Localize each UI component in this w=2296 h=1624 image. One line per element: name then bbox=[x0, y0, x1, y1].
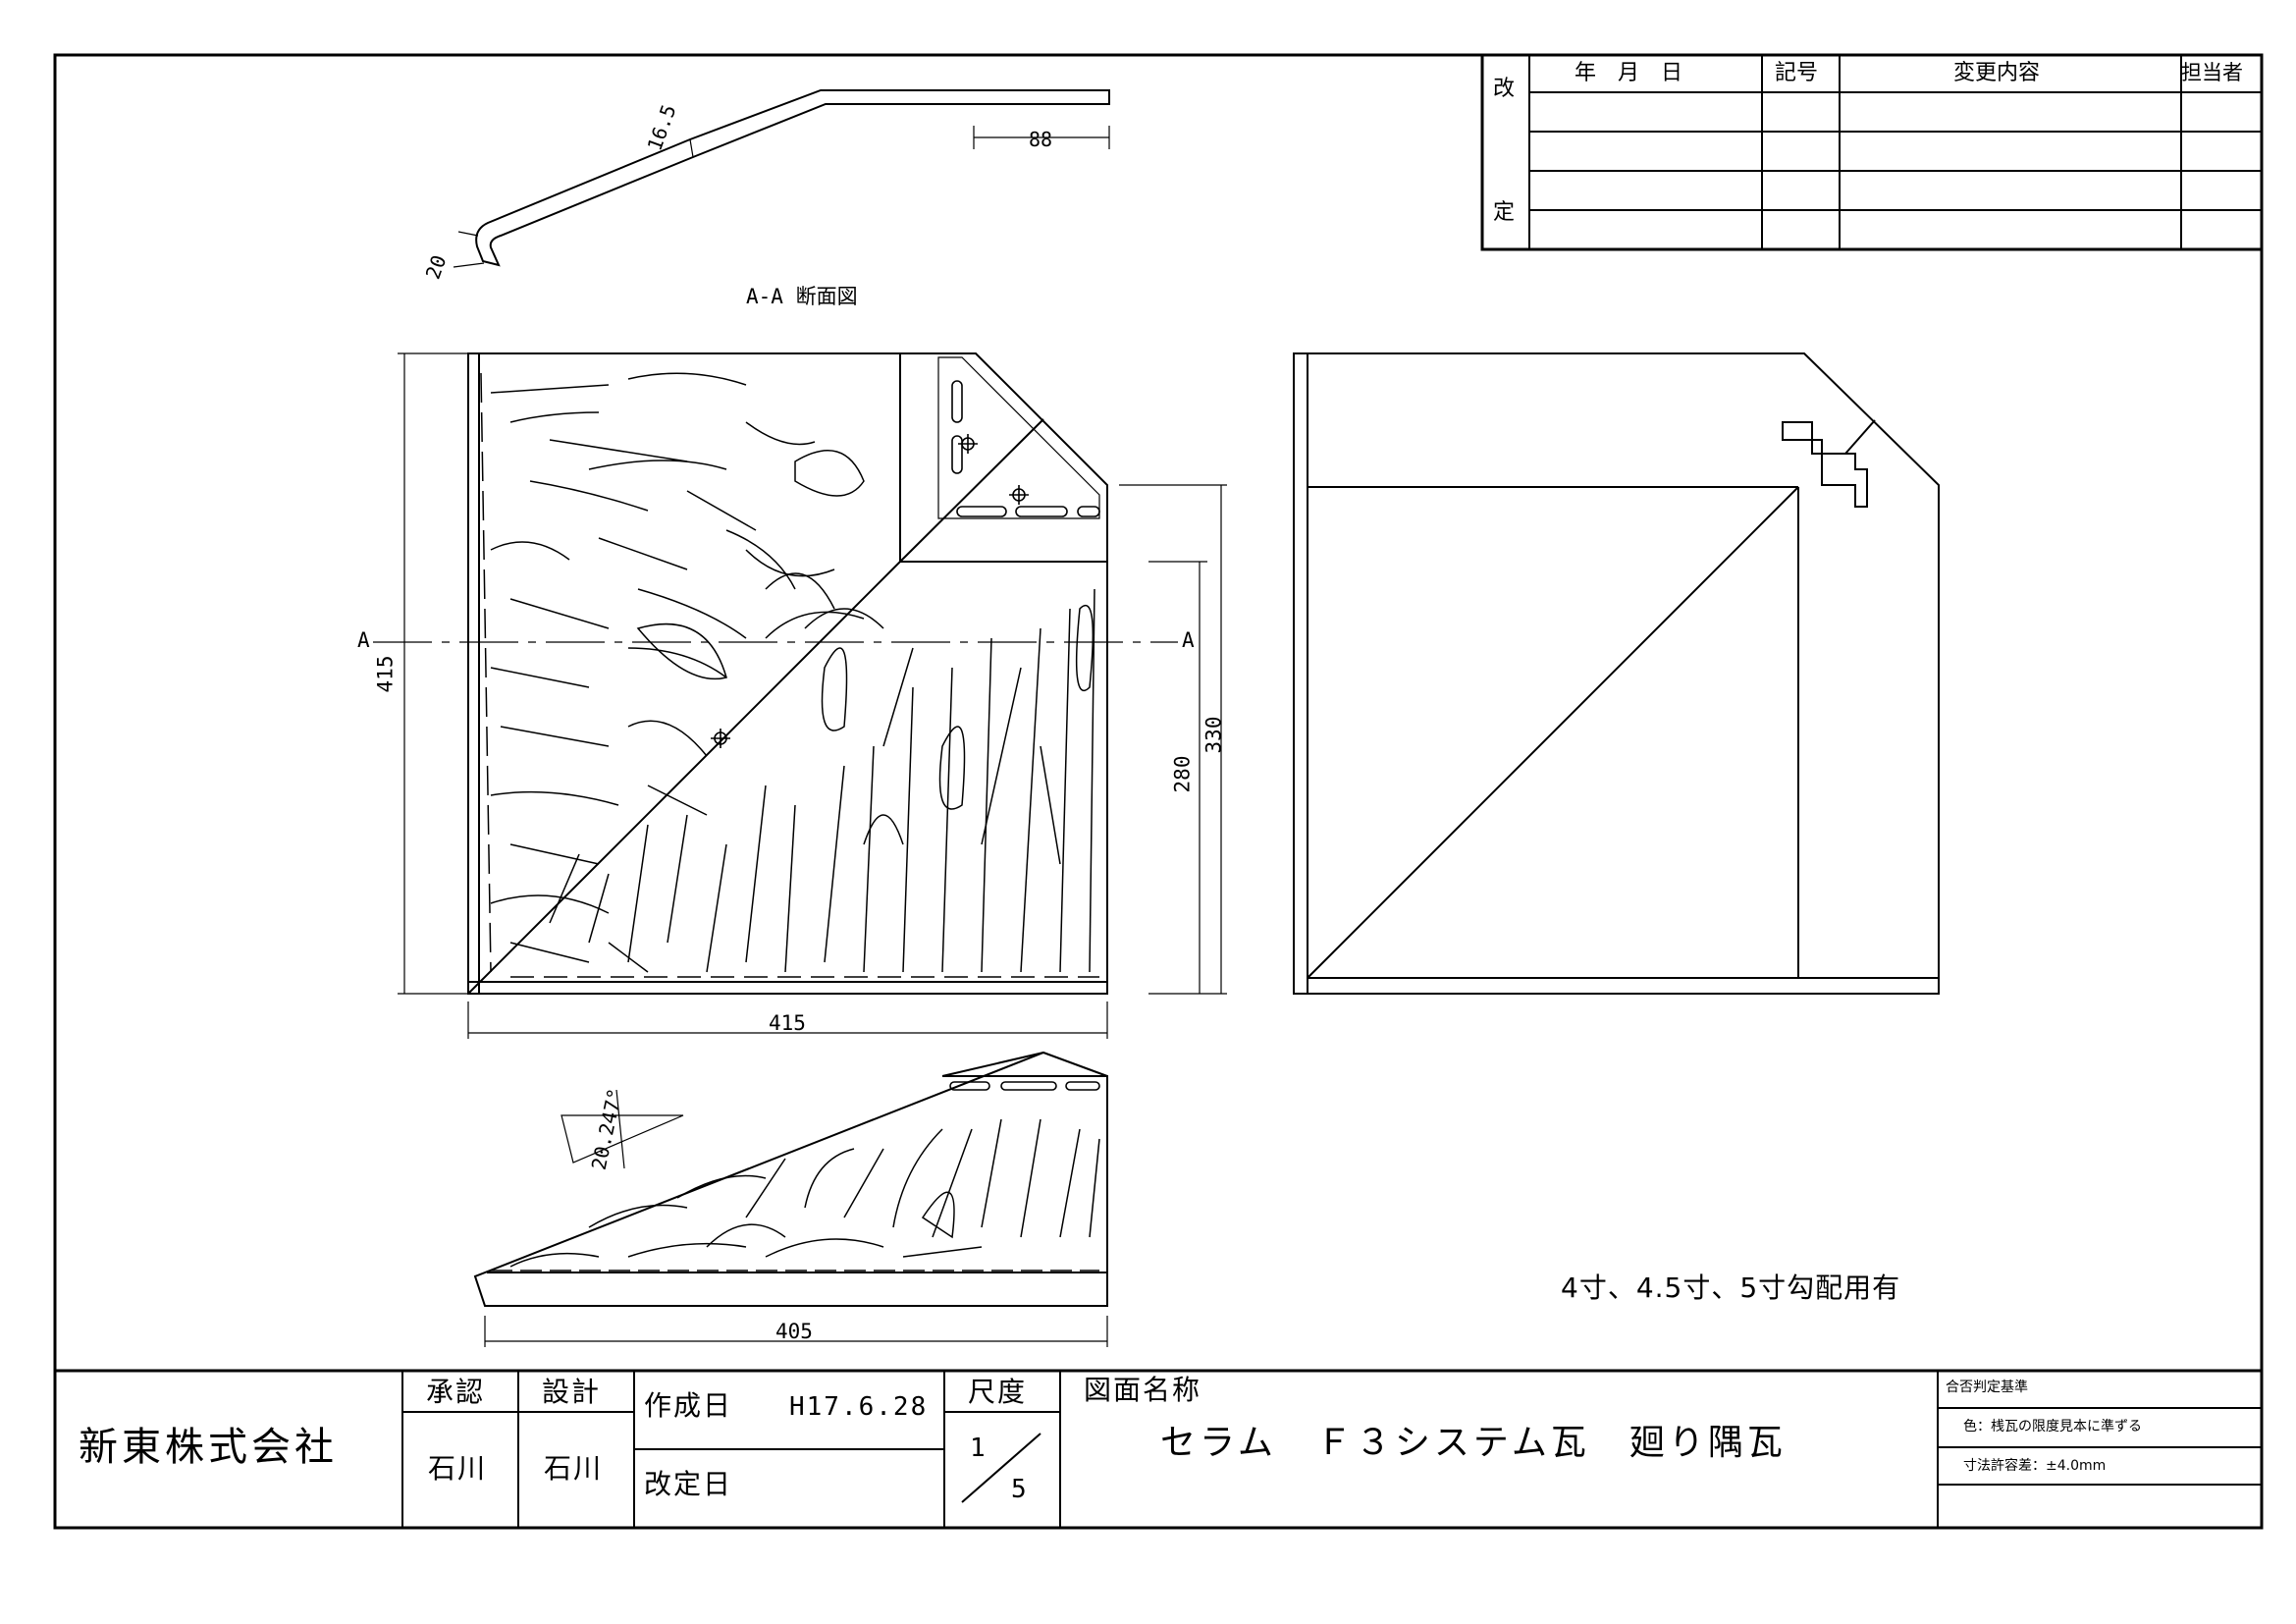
underside-view bbox=[1293, 352, 1940, 995]
drawing-name: セラム Ｆ３システム瓦 廻り隅瓦 bbox=[1160, 1423, 1787, 1463]
designer-name: 石川 bbox=[544, 1452, 604, 1485]
plan-dim-280: 280 bbox=[1170, 755, 1195, 793]
section-profile bbox=[475, 89, 1110, 267]
scale-numerator: 1 bbox=[970, 1434, 986, 1463]
section-mark-right: A bbox=[1182, 628, 1195, 652]
revision-header-person: 担当者 bbox=[2181, 61, 2243, 84]
criteria-title: 合否判定基準 bbox=[1946, 1380, 2028, 1395]
plan-view bbox=[467, 352, 1108, 995]
revision-side-label-bottom: 定 bbox=[1493, 200, 1516, 225]
design-label: 設計 bbox=[542, 1376, 602, 1408]
side-view bbox=[473, 1051, 1108, 1307]
plan-dim-width: 415 bbox=[769, 1011, 806, 1035]
side-dimensions bbox=[484, 1089, 1108, 1347]
side-clip-slots bbox=[949, 1081, 1100, 1091]
criteria-color: 色：桟瓦の限度見本に準ずる bbox=[1963, 1419, 2142, 1435]
created-date-label: 作成日 bbox=[644, 1389, 733, 1422]
plan-grain-texture bbox=[480, 372, 884, 973]
drawing-frame bbox=[53, 53, 2264, 1530]
approver-name: 石川 bbox=[428, 1452, 488, 1485]
scale-denominator: 5 bbox=[1011, 1475, 1027, 1504]
revision-header-symbol: 記号 bbox=[1775, 61, 1819, 85]
plan-clip-slots bbox=[711, 356, 1100, 748]
plan-dim-height: 415 bbox=[373, 655, 398, 693]
created-date-value: H17.6.28 bbox=[789, 1392, 929, 1422]
drawing-name-label: 図面名称 bbox=[1084, 1374, 1202, 1406]
gradient-note: 4寸、4.5寸、5寸勾配用有 bbox=[1561, 1272, 1901, 1304]
plan-dim-330: 330 bbox=[1201, 716, 1226, 754]
section-dim-lip: 88 bbox=[1029, 128, 1053, 151]
revision-header-content: 変更内容 bbox=[1953, 61, 2041, 85]
revision-side-label-top: 改 bbox=[1493, 77, 1516, 101]
scale-label: 尺度 bbox=[968, 1376, 1028, 1408]
criteria-tolerance: 寸法許容差：±4.0mm bbox=[1963, 1458, 2107, 1474]
section-dimensions bbox=[453, 126, 1110, 268]
revision-header-date: 年 月 日 bbox=[1575, 61, 1683, 85]
side-dim-length: 405 bbox=[775, 1320, 813, 1343]
plan-grain-lower bbox=[510, 588, 1099, 978]
revision-table-grid bbox=[1480, 53, 2264, 251]
title-block-grid bbox=[55, 1369, 2262, 1528]
side-grain-texture bbox=[491, 1118, 1100, 1272]
revised-date-label: 改定日 bbox=[644, 1468, 733, 1500]
approval-label: 承認 bbox=[426, 1376, 486, 1408]
section-mark-left: A bbox=[357, 628, 370, 652]
section-title: A-A 断面図 bbox=[746, 285, 858, 308]
plan-dimensions bbox=[398, 352, 1227, 1039]
company-name: 新東株式会社 bbox=[79, 1425, 338, 1470]
